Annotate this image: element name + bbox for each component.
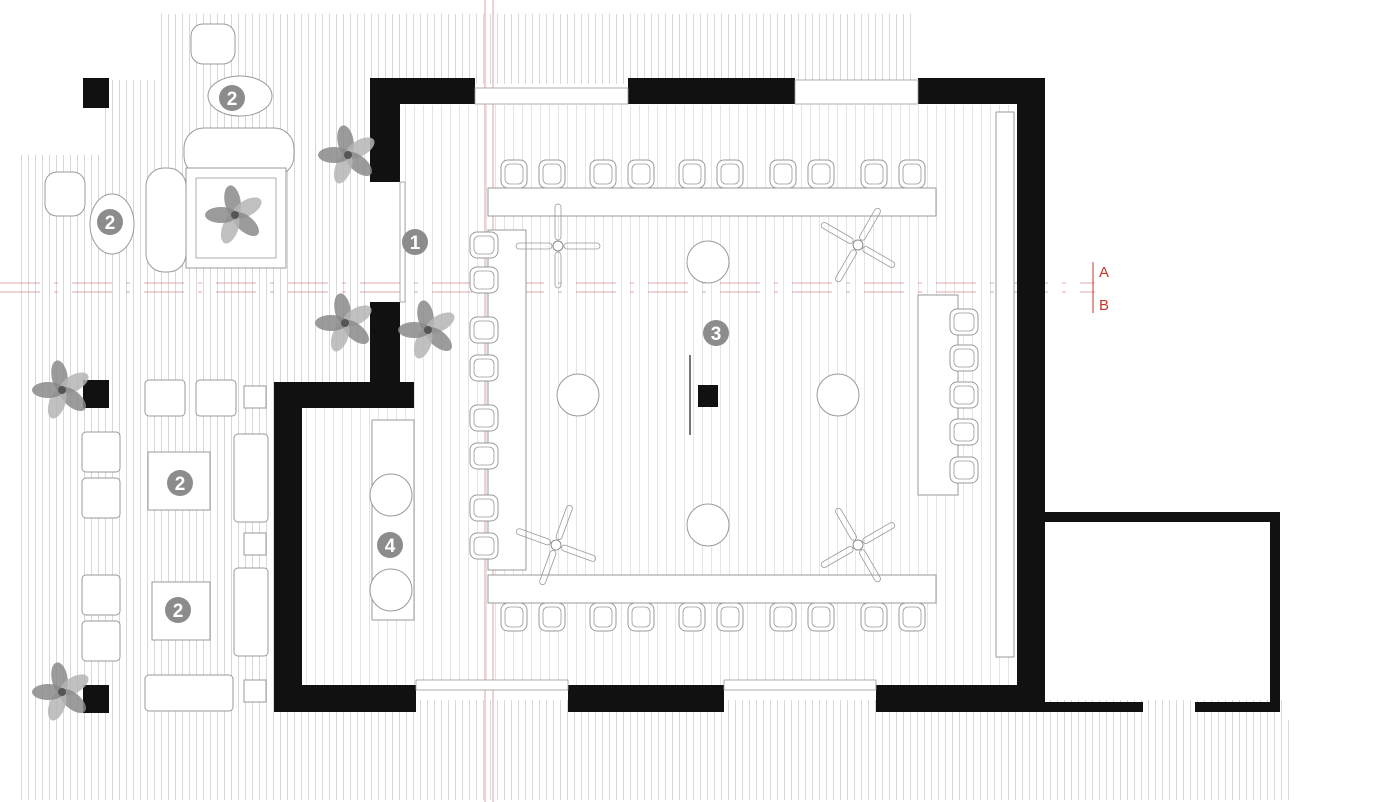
- sofa-icon: [144, 674, 234, 712]
- armchair-icon: [144, 379, 186, 417]
- lounge-furniture: [81, 379, 269, 712]
- marker-2-label: 2: [173, 601, 184, 622]
- long-table-bottom: [487, 574, 937, 604]
- sofa-icon: [145, 167, 187, 273]
- marker-2-label: 2: [227, 89, 238, 110]
- marker-1: 1: [402, 229, 428, 255]
- armchair-icon: [195, 379, 237, 417]
- armchair-icon: [190, 23, 236, 65]
- armchair-icon: [81, 477, 121, 519]
- building-walls: [83, 78, 1280, 713]
- armchair-icon: [81, 574, 121, 616]
- marker-2-label: 2: [175, 474, 186, 495]
- round-tables: [556, 240, 860, 547]
- section-label-a: A: [1099, 264, 1109, 281]
- marker-2-label: 2: [105, 213, 116, 234]
- marker-1-label: 1: [410, 233, 421, 254]
- sofa-icon: [233, 567, 269, 657]
- armchair-icon: [81, 431, 121, 473]
- section-label-b: B: [1099, 297, 1109, 314]
- marker-2-top: 2: [219, 85, 245, 111]
- armchair-icon: [81, 620, 121, 662]
- marker-2-bottom: 2: [165, 597, 191, 623]
- marker-2-left: 2: [97, 209, 123, 235]
- marker-3: 3: [703, 320, 729, 346]
- marker-4-label: 4: [385, 536, 396, 557]
- long-table-top: [487, 187, 937, 217]
- marker-3-label: 3: [711, 324, 722, 345]
- armchair-icon: [44, 171, 86, 217]
- sofa-icon: [233, 433, 269, 523]
- marker-2-middle: 2: [167, 470, 193, 496]
- marker-4: 4: [377, 532, 403, 558]
- wall-bench-right: [995, 111, 1015, 658]
- bar-counter: [369, 419, 415, 621]
